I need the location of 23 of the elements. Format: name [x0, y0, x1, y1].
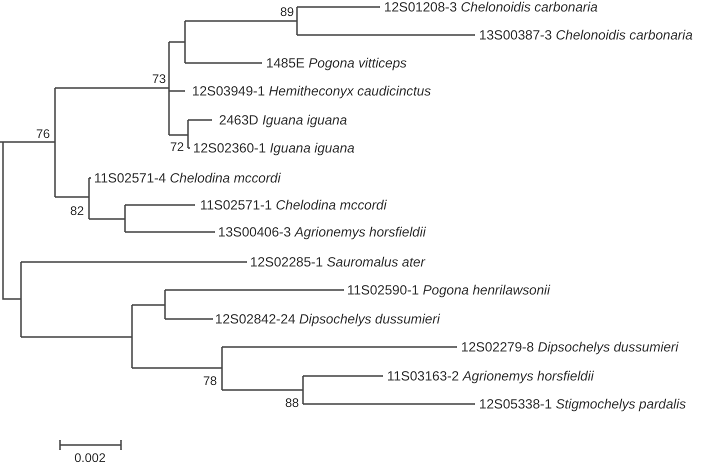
bootstrap-value: 72	[170, 140, 184, 154]
taxon-label: 12S05338-1 Stigmochelys pardalis	[479, 397, 686, 411]
bootstrap-value: 89	[280, 6, 294, 18]
taxon-label: 12S02842-24 Dipsochelys dussumieri	[215, 312, 440, 326]
taxon-label: 1485E Pogona vitticeps	[266, 56, 407, 70]
taxon-label: 13S00406-3 Agrionemys horsfieldii	[218, 225, 426, 239]
taxon-label: 12S01208-3 Chelonoidis carbonaria	[384, 0, 598, 14]
taxon-label: 12S02279-8 Dipsochelys dussumieri	[461, 340, 678, 354]
scale-value: 0.002	[74, 452, 106, 463]
bootstrap-value: 82	[70, 204, 84, 218]
bootstrap-value: 76	[36, 128, 50, 140]
bootstrap-value: 88	[285, 396, 299, 410]
taxon-label: 11S03163-2 Agrionemys horsfieldii	[387, 369, 594, 383]
bootstrap-value: 78	[203, 374, 217, 388]
taxon-label: 12S02360-1 Iguana iguana	[193, 141, 355, 155]
taxon-label: 12S03949-1 Hemitheconyx caudicinctus	[192, 84, 431, 98]
taxon-label: 11S02571-1 Chelodina mccordi	[200, 198, 387, 212]
taxon-label: 13S00387-3 Chelonoidis carbonaria	[479, 28, 693, 42]
taxon-label: 2463D Iguana iguana	[219, 113, 348, 127]
taxon-label: 12S02285-1 Sauromalus ater	[250, 255, 425, 269]
taxon-label: 11S02571-4 Chelodina mccordi	[94, 171, 281, 185]
bootstrap-value: 73	[152, 72, 166, 86]
taxon-label: 11S02590-1 Pogona henrilawsonii	[347, 283, 550, 297]
